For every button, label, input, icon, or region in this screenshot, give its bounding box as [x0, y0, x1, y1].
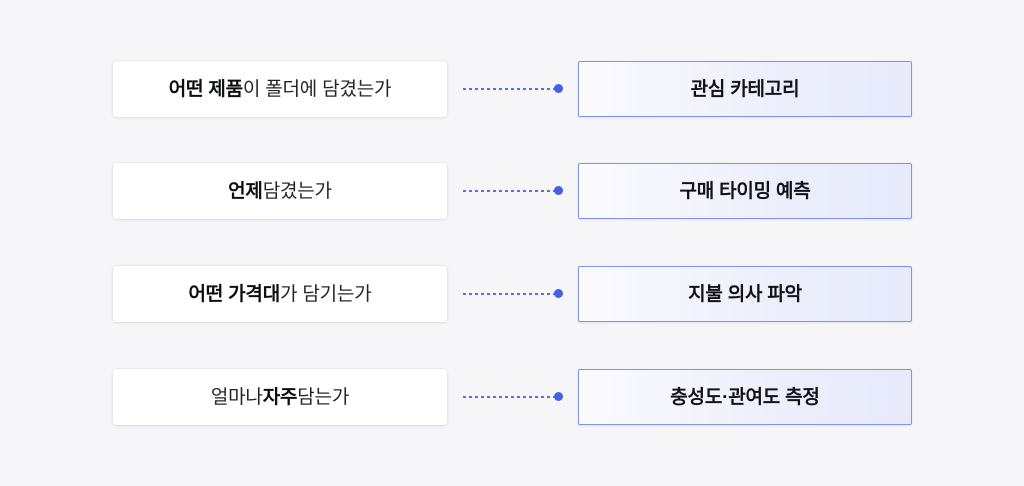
question-text-4: 얼마나 자주 담는가: [211, 388, 349, 407]
dotted-line-icon: [463, 293, 557, 295]
question-rest-4: 담는가: [297, 386, 350, 408]
connector-1: [463, 61, 563, 117]
mapping-row: 얼마나 자주 담는가 충성도·관여도 측정: [0, 369, 1024, 425]
question-card-2[interactable]: 언제 담겼는가: [113, 163, 447, 219]
answer-card-2[interactable]: 구매 타이밍 예측: [578, 163, 912, 219]
dotted-line-icon: [463, 396, 557, 398]
dot-terminus-icon: [554, 186, 563, 195]
answer-text-3: 지불 의사 파악: [688, 283, 802, 305]
connector-2: [463, 163, 563, 219]
dotted-line-icon: [463, 190, 557, 192]
question-emphasis-3: 어떤 가격대: [188, 283, 281, 305]
question-prefix-4: 얼마나: [210, 386, 263, 408]
question-rest-1: 이 폴더에 담겼는가: [242, 78, 392, 100]
dot-terminus-icon: [554, 392, 563, 401]
answer-text-1: 관심 카테고리: [690, 78, 800, 100]
connector-4: [463, 369, 563, 425]
question-card-4[interactable]: 얼마나 자주 담는가: [113, 369, 447, 425]
answer-card-4[interactable]: 충성도·관여도 측정: [578, 369, 912, 425]
connector-3: [463, 266, 563, 322]
question-emphasis-2: 언제: [228, 180, 263, 202]
dot-terminus-icon: [554, 84, 563, 93]
question-rest-3: 가 담기는가: [280, 283, 372, 305]
answer-card-1[interactable]: 관심 카테고리: [578, 61, 912, 117]
question-emphasis-1: 어떤 제품: [168, 78, 243, 100]
question-rest-2: 담겼는가: [262, 180, 332, 202]
question-emphasis-4: 자주: [262, 386, 298, 408]
answer-text-4: 충성도·관여도 측정: [670, 386, 820, 408]
question-text-2: 언제 담겼는가: [228, 182, 332, 201]
answer-text-2: 구매 타이밍 예측: [679, 180, 811, 202]
dot-terminus-icon: [554, 289, 563, 298]
answer-card-3[interactable]: 지불 의사 파악: [578, 266, 912, 322]
mapping-row: 언제 담겼는가 구매 타이밍 예측: [0, 163, 1024, 219]
dotted-line-icon: [463, 88, 557, 90]
